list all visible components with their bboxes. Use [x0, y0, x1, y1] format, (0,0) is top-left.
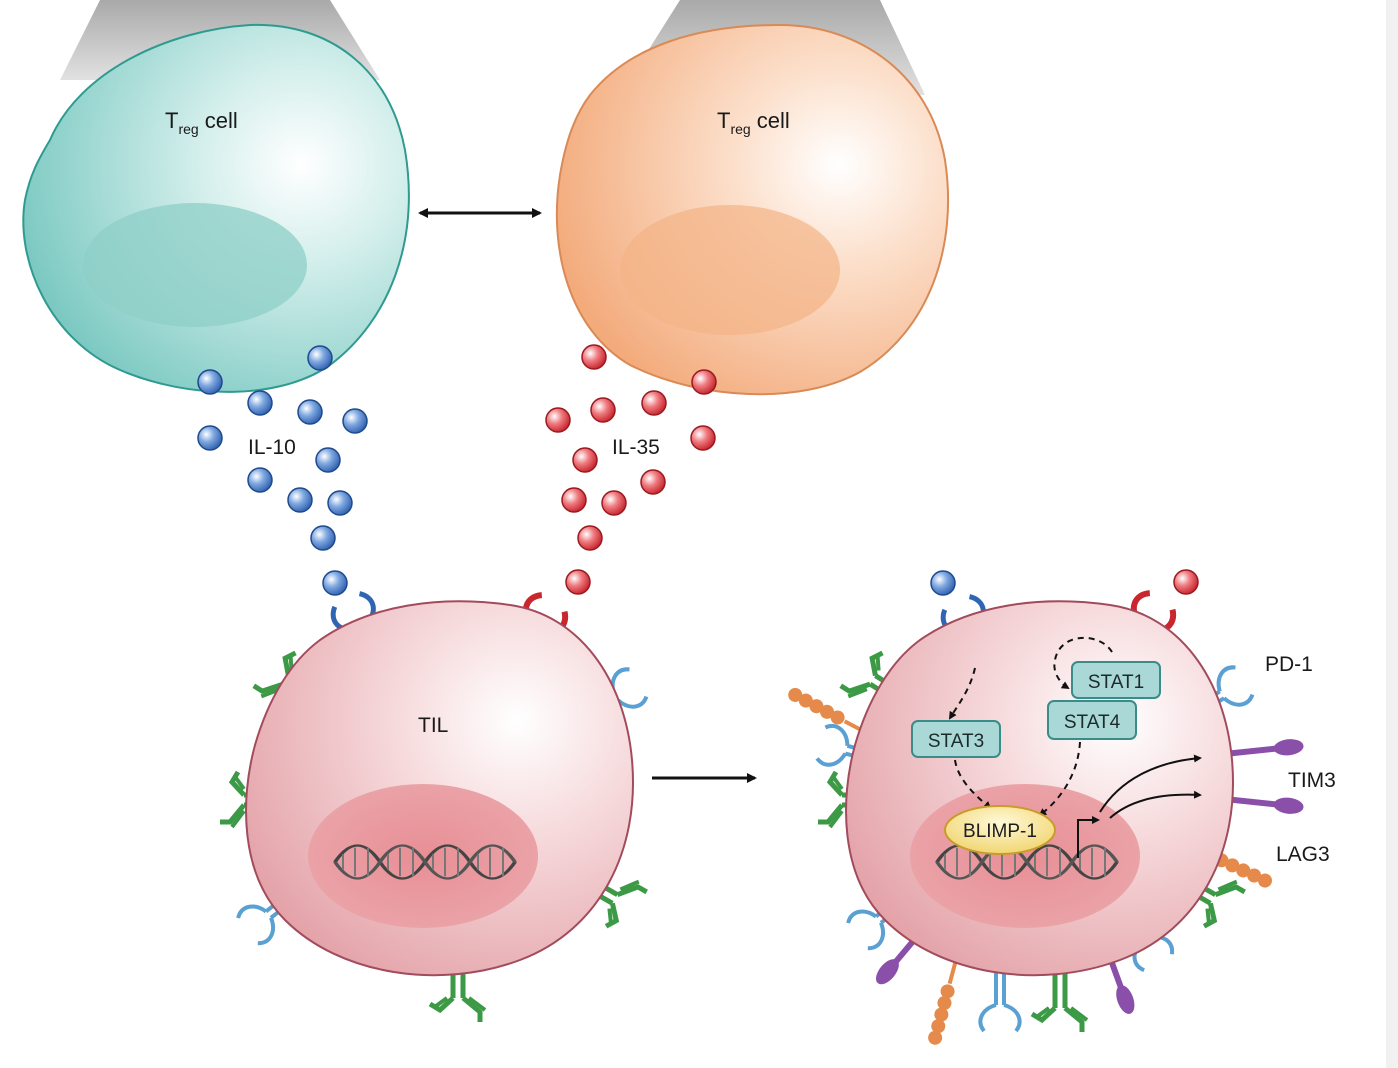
treg-right-label: Treg cell: [717, 108, 790, 137]
treg-cell-right: [555, 23, 950, 396]
treg-right-nucleus: [620, 205, 840, 335]
scrollbar[interactable]: [1386, 0, 1398, 1068]
stat4-to-blimp1-arrow: [1038, 741, 1081, 817]
treg-left-label: Treg cell: [165, 108, 238, 137]
svg-text:STAT3: STAT3: [928, 731, 984, 752]
svg-text:STAT4: STAT4: [1064, 712, 1121, 733]
il10-particles: [197, 345, 368, 551]
tim3-label: TIM3: [1288, 769, 1336, 792]
til-label: TIL: [418, 714, 448, 737]
stat1-box: STAT1: [1071, 661, 1161, 699]
stat3-to-blimp1-arrow: [954, 759, 992, 810]
treg-left-nucleus: [83, 203, 307, 327]
til-cell-left: [220, 590, 649, 1022]
il35-particles: [545, 344, 717, 551]
green-receptor-icon: [1032, 970, 1087, 1032]
til-left-nucleus: [308, 784, 538, 928]
treg-cell-left: [22, 23, 410, 393]
expression-arrow-upper: [1099, 754, 1202, 813]
stat3-box: STAT3: [911, 720, 1001, 758]
il10-label: IL-10: [248, 436, 296, 459]
expression-arrow-lower: [1109, 790, 1202, 819]
stat4-box: STAT4: [1047, 700, 1137, 740]
transcription-start-arrow: [1077, 816, 1100, 858]
lag3-label: LAG3: [1276, 843, 1330, 866]
il35-label: IL-35: [612, 436, 660, 459]
il10-to-stat3-arrow: [948, 667, 976, 720]
pd1-label: PD-1: [1265, 653, 1313, 676]
svg-text:STAT1: STAT1: [1088, 672, 1144, 693]
svg-text:BLIMP-1: BLIMP-1: [963, 821, 1037, 842]
blimp1-ellipse: BLIMP-1: [944, 805, 1056, 855]
